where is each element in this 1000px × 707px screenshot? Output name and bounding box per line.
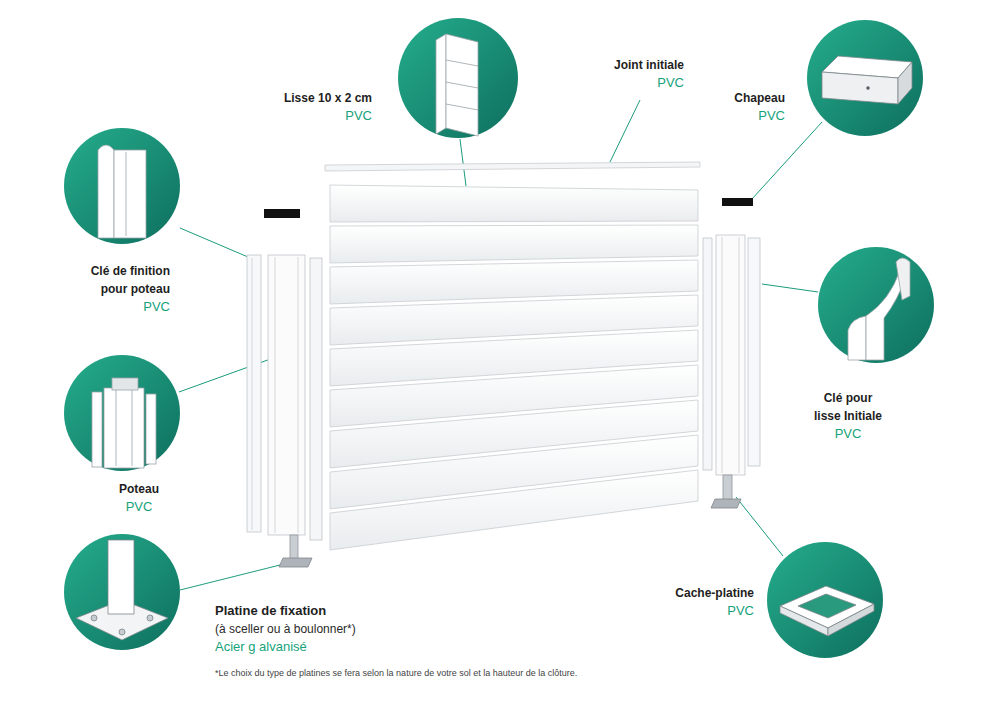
part-label: Poteau bbox=[94, 480, 184, 498]
material-label: PVC bbox=[345, 107, 372, 125]
material-label: PVC bbox=[758, 107, 785, 125]
material-label: PVC bbox=[727, 602, 754, 620]
footnote: *Le choix du type de platines se fera se… bbox=[215, 667, 577, 679]
material-label: PVC bbox=[143, 298, 170, 316]
material-label: Acier g alvanisé bbox=[215, 638, 307, 656]
part-label: Platine de fixation bbox=[215, 602, 326, 620]
material-label: PVC bbox=[818, 425, 878, 443]
part-label: Lisse 10 x 2 cm bbox=[284, 89, 372, 107]
right-post bbox=[703, 198, 760, 508]
material-label: PVC bbox=[657, 74, 684, 92]
material-label: PVC bbox=[109, 498, 169, 516]
callout-circles bbox=[64, 18, 934, 658]
part-label: Chapeau bbox=[734, 89, 785, 107]
part-label: Joint initiale bbox=[614, 56, 684, 74]
fence-slats bbox=[330, 185, 698, 550]
mounting-note: (à sceller ou à boulonner*) bbox=[215, 620, 356, 638]
part-label: Cache-platine bbox=[675, 584, 754, 602]
part-label: Clé de finition pour poteau bbox=[78, 262, 170, 298]
joint-strip bbox=[325, 162, 700, 171]
part-label: Clé pour lisse Initiale bbox=[809, 389, 887, 425]
leader-lines bbox=[179, 100, 822, 590]
left-post bbox=[247, 209, 322, 567]
